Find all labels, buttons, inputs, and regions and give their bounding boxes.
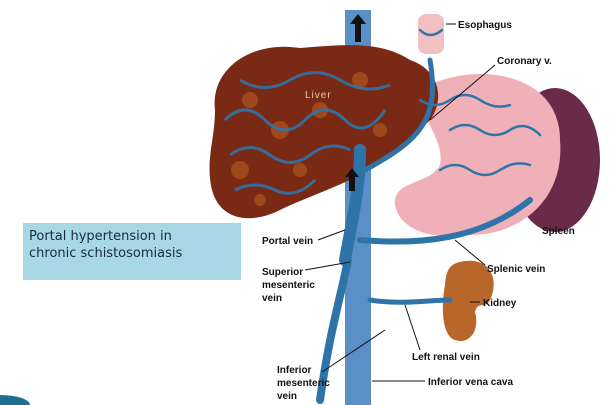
label-splenic-vein: Splenic vein [487, 264, 545, 275]
title-line-1: Portal hypertension in [29, 229, 172, 244]
portal-vein [339, 144, 366, 266]
label-left-renal-vein: Left renal vein [412, 352, 480, 363]
kidney [442, 260, 494, 341]
slide-corner-decoration [0, 395, 30, 405]
ivc-arrow-icon [350, 14, 366, 42]
label-imv-1: Inferior [277, 365, 312, 376]
title-line-2: chronic schistosomiasis [29, 246, 183, 261]
label-imv-2: mesenteric [277, 378, 330, 389]
title-box: Portal hypertension in chronic schistoso… [23, 223, 241, 280]
label-smv-2: mesenteric [262, 280, 315, 291]
label-ivc: Inferior vena cava [428, 377, 513, 388]
label-kidney: Kidney [483, 298, 517, 309]
label-smv-3: vein [262, 293, 282, 304]
label-coronary-vein: Coronary v. [497, 56, 552, 67]
portal-arrow-icon [345, 168, 359, 191]
label-liver: Liver [305, 90, 332, 101]
coronary-vein [362, 57, 435, 173]
label-portal-vein: Portal vein [262, 236, 313, 247]
superior-mesenteric-vein [316, 256, 352, 404]
label-esophagus: Esophagus [458, 20, 512, 31]
left-renal-vein [367, 297, 453, 305]
splenic-vein [357, 197, 533, 245]
label-spleen: Spleen [542, 226, 575, 237]
label-smv-1: Superior [262, 267, 303, 278]
label-imv-3: vein [277, 391, 297, 402]
